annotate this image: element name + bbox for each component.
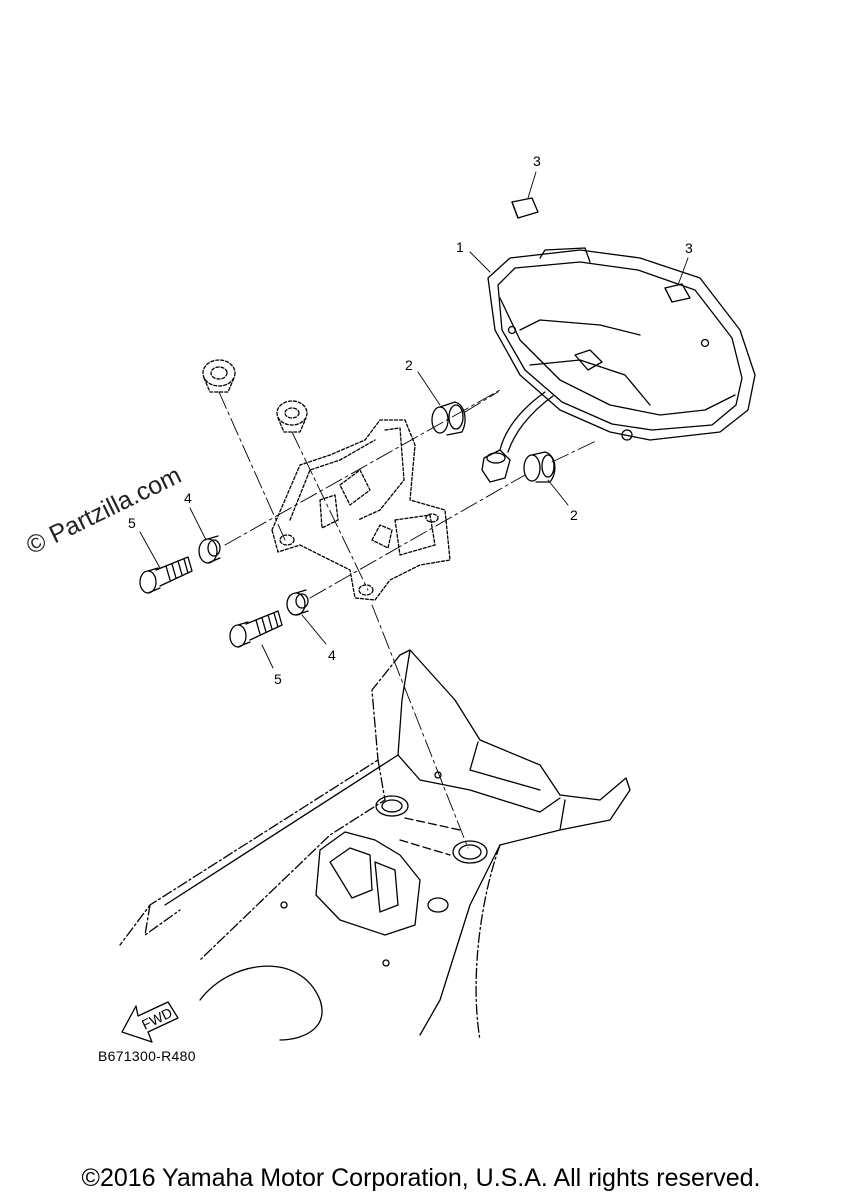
callout-1: 1 — [456, 239, 464, 255]
part-5-bolts — [140, 557, 282, 647]
callout-4-lower: 4 — [328, 647, 336, 663]
callout-2-upper: 2 — [405, 357, 413, 373]
frame-chassis — [120, 650, 630, 1040]
nuts — [203, 360, 307, 432]
callout-5-left: 5 — [128, 515, 136, 531]
copyright-notice: ©2016 Yamaha Motor Corporation, U.S.A. A… — [81, 1164, 761, 1192]
part-code-label: B671300-R480 — [98, 1048, 196, 1064]
part-2-grommets — [432, 402, 555, 482]
callout-2-lower: 2 — [570, 507, 578, 523]
callout-4-left: 4 — [184, 490, 192, 506]
meter-bracket — [272, 420, 450, 600]
callout-labels: 1 2 2 3 3 4 4 5 5 FWD — [128, 153, 693, 1033]
callout-5-lower: 5 — [274, 671, 282, 687]
part-3-pads — [512, 198, 690, 302]
part-4-washers — [199, 536, 308, 615]
callout-3-right: 3 — [685, 240, 693, 256]
callout-3-upper: 3 — [533, 153, 541, 169]
leader-lines — [140, 172, 688, 668]
fwd-arrow-icon — [122, 1002, 178, 1042]
alignment-lines — [219, 390, 598, 848]
meter-assembly — [482, 248, 755, 482]
